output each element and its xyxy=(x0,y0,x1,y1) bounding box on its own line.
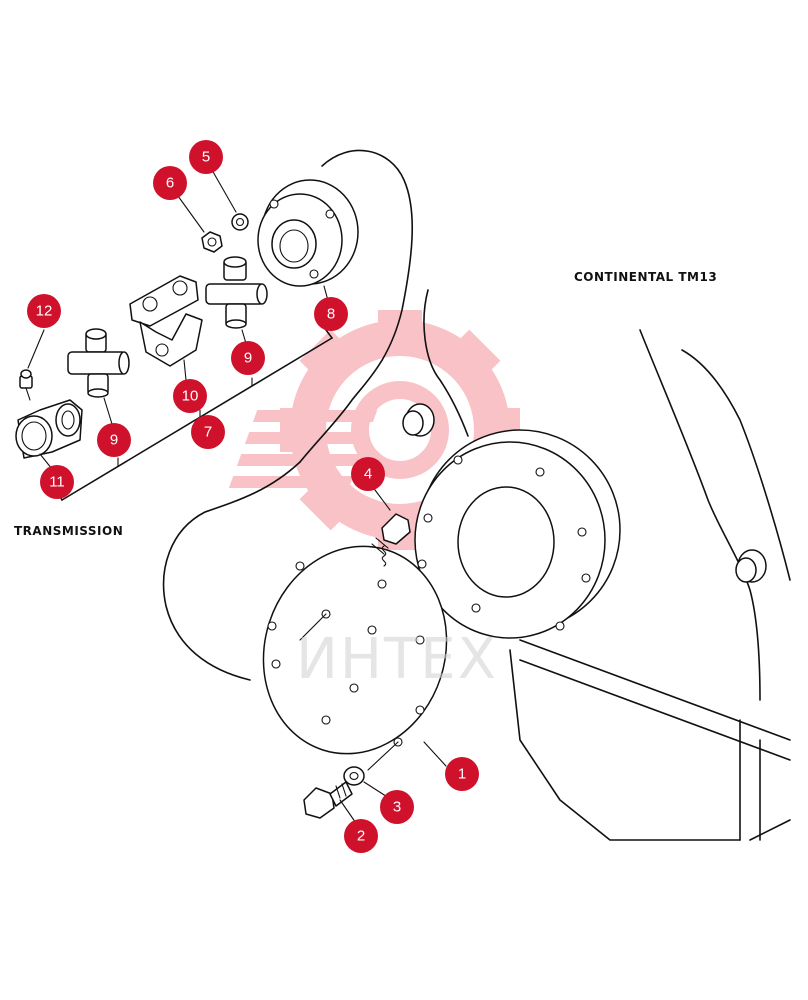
callout-5: 5 xyxy=(189,140,223,174)
callout-3: 3 xyxy=(380,790,414,824)
flange-yoke-item-8 xyxy=(257,179,359,287)
engine-label: CONTINENTAL TM13 xyxy=(574,270,717,284)
bolt-item-4 xyxy=(371,513,411,567)
callout-label: 10 xyxy=(182,388,199,405)
grease-fitting-item-12 xyxy=(19,369,33,401)
callout-label: 9 xyxy=(244,350,252,367)
universal-joint-cross-item-9-lower xyxy=(67,328,130,398)
callout-11: 11 xyxy=(40,465,74,499)
callout-label: 7 xyxy=(204,424,212,441)
callout-4: 4 xyxy=(351,457,385,491)
callout-label: 2 xyxy=(357,828,365,845)
callout-9-lower: 9 xyxy=(97,423,131,457)
callout-7: 7 xyxy=(191,415,225,449)
callout-label: 12 xyxy=(36,303,53,320)
bolt-item-2 xyxy=(303,781,353,819)
callout-label: 8 xyxy=(327,306,335,323)
washer-item-3 xyxy=(343,766,365,786)
dowel-pin xyxy=(735,549,767,583)
callout-1: 1 xyxy=(445,757,479,791)
housing-outline xyxy=(162,149,414,681)
engine-block xyxy=(402,289,791,841)
transmission-label: TRANSMISSION xyxy=(14,524,123,538)
dowel-pin xyxy=(402,403,435,437)
callout-10: 10 xyxy=(173,379,207,413)
callout-label: 3 xyxy=(393,799,401,816)
drive-plate xyxy=(262,545,448,771)
end-yoke-item-11 xyxy=(15,399,83,459)
center-yoke-item-10 xyxy=(129,275,203,367)
callout-2: 2 xyxy=(344,819,378,853)
callout-label: 9 xyxy=(110,432,118,449)
callout-12: 12 xyxy=(27,294,61,328)
callout-8: 8 xyxy=(314,297,348,331)
callout-label: 11 xyxy=(49,474,65,491)
lock-washer-item-5 xyxy=(231,213,249,231)
callout-label: 5 xyxy=(202,149,210,166)
callout-6: 6 xyxy=(153,166,187,200)
callout-9-upper: 9 xyxy=(231,341,265,375)
callout-label: 6 xyxy=(166,175,174,192)
universal-joint-cross-item-9-upper xyxy=(205,256,268,329)
watermark-text: ИНТЕХ xyxy=(296,627,498,692)
flywheel-adapter-ring xyxy=(414,429,621,639)
callout-label: 4 xyxy=(364,466,372,483)
callout-label: 1 xyxy=(458,766,466,783)
nut-item-6 xyxy=(201,231,223,253)
